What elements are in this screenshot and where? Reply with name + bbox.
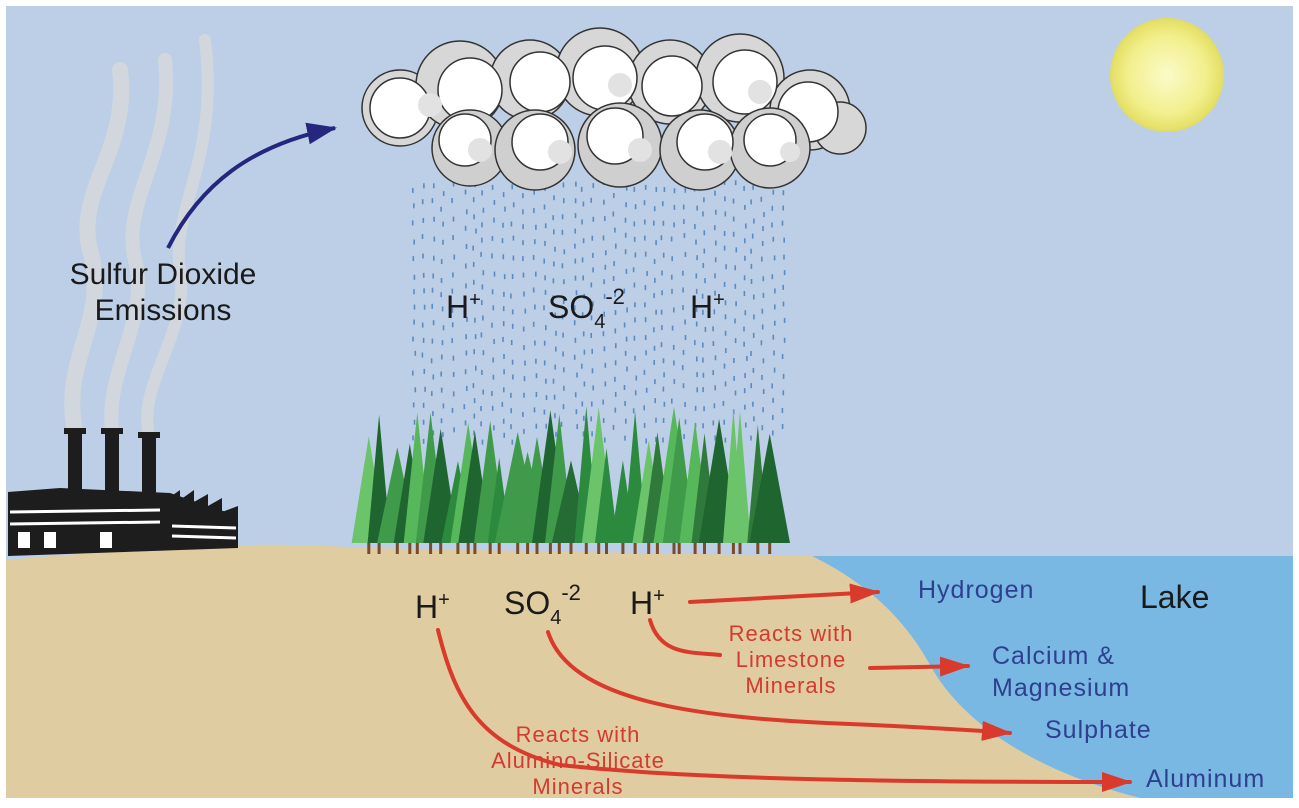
tree-icon bbox=[749, 433, 790, 543]
tree-trunk bbox=[569, 540, 573, 554]
limestone-reaction-label: Reacts with Limestone Minerals bbox=[729, 621, 854, 698]
tree-trunk bbox=[597, 540, 601, 554]
tree-trunk bbox=[557, 540, 561, 554]
tree-trunk bbox=[768, 540, 772, 554]
tree-trunk bbox=[395, 540, 399, 554]
tree-trunk bbox=[535, 540, 539, 554]
tree-trunk bbox=[703, 540, 706, 554]
soil-ions: H+ SO4-2 H+ bbox=[415, 580, 665, 629]
rain-hydrogen-ion-right: H+ bbox=[690, 289, 725, 325]
lake-label: Lake bbox=[1140, 579, 1209, 615]
sulphate-label: Sulphate bbox=[1045, 716, 1152, 744]
limestone-line1: Reacts with bbox=[729, 621, 854, 646]
tree-trunk bbox=[456, 540, 460, 554]
tree-trunk bbox=[408, 540, 412, 554]
tree-trunk bbox=[526, 540, 530, 554]
rain-hydrogen-ion: H+ bbox=[446, 289, 481, 325]
soil-ground bbox=[6, 544, 1140, 798]
limestone-line3: Minerals bbox=[745, 673, 836, 698]
tree-trunk bbox=[367, 540, 371, 554]
soil-sulfate-ion: SO4-2 bbox=[504, 580, 581, 629]
rain-ions: H+ SO4-2 H+ bbox=[446, 284, 725, 333]
tree-trunk bbox=[488, 540, 492, 554]
tree-trunk bbox=[516, 540, 520, 554]
tree-icon bbox=[729, 410, 751, 543]
tree-icon bbox=[594, 448, 618, 543]
smoke-plumes bbox=[64, 34, 214, 438]
silicate-reaction-label: Reacts with Alumino-Silicate Minerals bbox=[491, 722, 665, 799]
forest bbox=[351, 406, 790, 554]
tree-trunk bbox=[466, 540, 470, 554]
tree-trunk bbox=[377, 540, 381, 554]
tree-trunk bbox=[717, 540, 721, 554]
rain-cloud bbox=[361, 27, 867, 191]
limestone-line2: Limestone bbox=[736, 647, 847, 672]
silicate-line3: Minerals bbox=[532, 774, 623, 799]
aluminum-label: Aluminum bbox=[1146, 765, 1265, 793]
tree-trunk bbox=[439, 540, 443, 554]
tree-trunk bbox=[647, 540, 651, 554]
tree-trunk bbox=[548, 540, 552, 554]
silicate-line2: Alumino-Silicate bbox=[491, 748, 665, 773]
lake-water bbox=[812, 556, 1293, 798]
tree-trunk bbox=[672, 540, 676, 554]
hydrogen-label: Hydrogen bbox=[918, 576, 1034, 604]
arrow-to-aluminum bbox=[436, 628, 1132, 792]
tree-trunk bbox=[605, 540, 608, 554]
emissions-label-line1: Sulfur Dioxide bbox=[70, 258, 257, 291]
tree-trunk bbox=[731, 540, 735, 554]
soil-hydrogen-ion: H+ bbox=[415, 589, 450, 625]
tree-trunk bbox=[633, 540, 637, 554]
rain-sulfate-ion: SO4-2 bbox=[548, 284, 625, 333]
soil-hydrogen-ion-right: H+ bbox=[630, 585, 665, 621]
arrow-to-calcium bbox=[648, 618, 722, 657]
tree-trunk bbox=[756, 540, 760, 554]
reaction-arrows bbox=[436, 583, 1132, 792]
tree-trunk bbox=[655, 540, 659, 554]
silicate-line1: Reacts with bbox=[516, 722, 641, 747]
arrow-to-hydrogen bbox=[688, 583, 880, 604]
tree-trunk bbox=[415, 540, 419, 554]
tree-trunk bbox=[738, 540, 742, 554]
tree-trunk bbox=[677, 540, 681, 554]
calcium-label-line1: Calcium & bbox=[992, 642, 1115, 670]
sun-icon bbox=[1110, 18, 1224, 132]
tree-trunk bbox=[693, 540, 697, 554]
emissions-arrow bbox=[166, 122, 337, 249]
rain-drops bbox=[411, 180, 786, 445]
factory-icon bbox=[8, 428, 238, 556]
calcium-label-line2: Magnesium bbox=[992, 674, 1130, 702]
arrow-limestone-to-calcium bbox=[868, 656, 970, 677]
tree-trunk bbox=[497, 540, 501, 554]
emissions-label-line2: Emissions bbox=[95, 294, 232, 327]
tree-trunk bbox=[621, 540, 625, 554]
arrow-to-sulphate bbox=[546, 630, 1012, 741]
tree-trunk bbox=[473, 540, 477, 554]
tree-trunk bbox=[584, 540, 588, 554]
tree-trunk bbox=[429, 540, 433, 554]
